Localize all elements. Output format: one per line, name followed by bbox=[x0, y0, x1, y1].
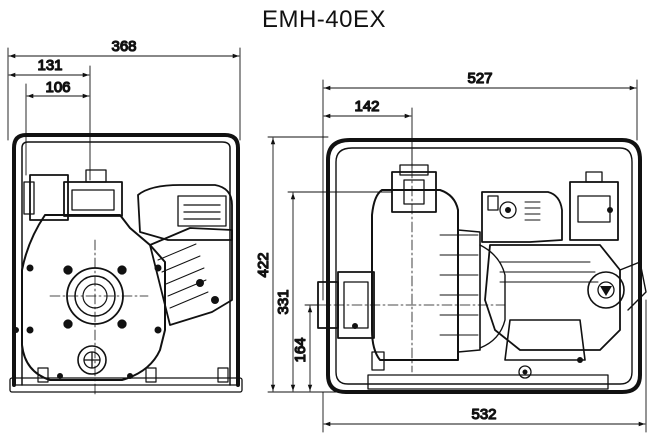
dim-width-overall: 368 bbox=[111, 38, 136, 55]
dim-height-total: 422 bbox=[255, 252, 272, 277]
side-view bbox=[315, 138, 647, 394]
dim-length-offset: 142 bbox=[354, 98, 379, 115]
dim-length-top: 527 bbox=[467, 70, 492, 87]
side-dimension-lines bbox=[267, 79, 647, 433]
dim-outlet-offset: 106 bbox=[45, 79, 70, 96]
dim-inlet-offset: 131 bbox=[37, 57, 62, 74]
front-dimension-lines bbox=[7, 47, 241, 181]
model-title: EMH-40EX bbox=[261, 6, 387, 33]
dim-height-inlet: 164 bbox=[292, 337, 309, 362]
dim-length-bottom: 532 bbox=[471, 406, 496, 423]
dim-height-outlet: 331 bbox=[275, 289, 292, 314]
front-view bbox=[9, 133, 243, 396]
